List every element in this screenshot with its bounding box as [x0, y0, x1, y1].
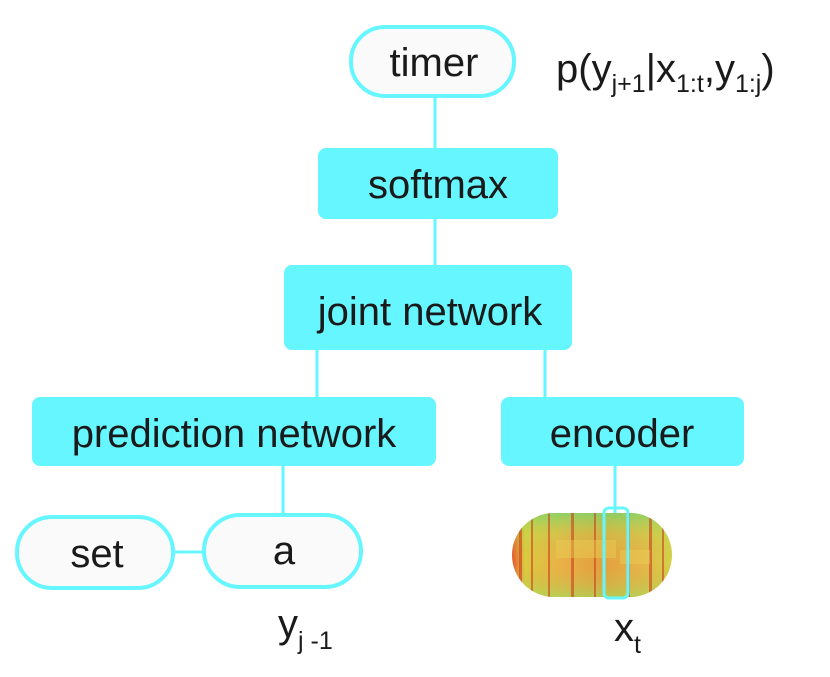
joint-network-box: joint network [284, 265, 572, 350]
connectors [173, 96, 617, 554]
a-token: a [202, 513, 363, 589]
spectrogram-image [512, 506, 672, 600]
encoder-box: encoder [501, 397, 744, 466]
softmax-box: softmax [318, 148, 558, 219]
x-t-label: xt [614, 606, 641, 659]
encoder-label: encoder [550, 412, 695, 456]
output-probability-label: p(yj+1|x1:t,y1:j) [556, 47, 775, 98]
timer-label: timer [390, 41, 479, 85]
joint-network-label: joint network [317, 290, 544, 334]
prediction-network-box: prediction network [32, 397, 436, 466]
frame-highlight [602, 506, 630, 600]
prediction-network-label: prediction network [72, 412, 398, 456]
set-label: set [70, 532, 123, 576]
a-label: a [273, 529, 296, 573]
y-prev-label: yj -1 [278, 602, 333, 655]
softmax-label: softmax [368, 163, 508, 207]
set-token: set [15, 515, 175, 590]
timer-token: timer [349, 25, 516, 98]
